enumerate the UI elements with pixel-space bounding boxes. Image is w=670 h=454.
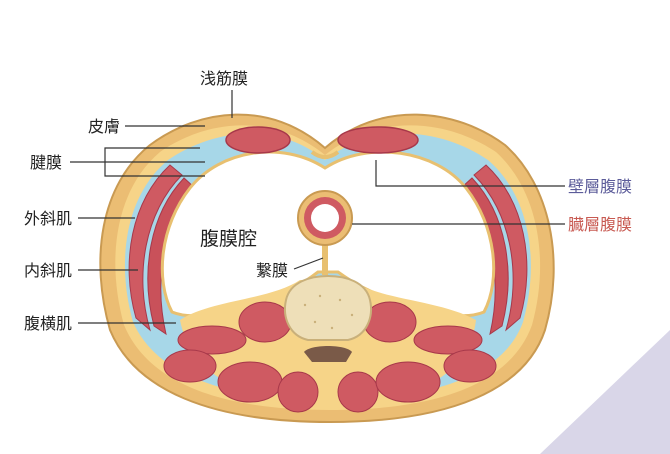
spinal-canal xyxy=(304,346,352,362)
posterior-structures xyxy=(163,274,497,413)
corner-decoration xyxy=(540,330,670,454)
labels: 浅筋膜 皮膚 腱膜 外斜肌 内斜肌 腹横肌 腹膜腔 繋膜 壁層腹膜 臓層腹膜 xyxy=(24,69,632,333)
quadratus-lumborum-left xyxy=(177,325,247,355)
rectus-abdominis-left xyxy=(225,126,291,154)
back-muscle-l1 xyxy=(163,349,217,383)
label-skin: 皮膚 xyxy=(88,117,120,136)
external-oblique-right xyxy=(473,164,528,332)
quadratus-lumborum-right xyxy=(413,325,483,355)
intestine xyxy=(297,190,353,275)
label-parietal-peritoneum: 壁層腹膜 xyxy=(568,177,632,196)
external-oblique-left xyxy=(128,164,183,332)
back-muscle-r3 xyxy=(337,371,379,413)
label-visceral-peritoneum: 臓層腹膜 xyxy=(568,215,632,234)
back-muscle-r2 xyxy=(375,361,441,403)
rectus-abdominis-right xyxy=(337,126,419,154)
label-aponeurosis: 腱膜 xyxy=(30,153,62,172)
label-peritoneal-cavity: 腹膜腔 xyxy=(200,228,257,250)
intestine-lumen xyxy=(311,204,339,232)
vertebral-body xyxy=(284,274,372,341)
label-mesentery: 繋膜 xyxy=(256,261,288,280)
label-external-oblique: 外斜肌 xyxy=(24,209,72,228)
label-transversus-abdominis: 腹横肌 xyxy=(24,314,72,333)
back-muscle-r1 xyxy=(443,349,497,383)
back-muscle-l2 xyxy=(217,361,283,403)
leader-lines xyxy=(70,90,565,324)
label-superficial-fascia: 浅筋膜 xyxy=(200,69,248,88)
psoas-left xyxy=(238,301,292,343)
linea-alba xyxy=(310,150,340,159)
label-internal-oblique: 内斜肌 xyxy=(24,261,72,280)
back-muscle-l3 xyxy=(277,371,319,413)
